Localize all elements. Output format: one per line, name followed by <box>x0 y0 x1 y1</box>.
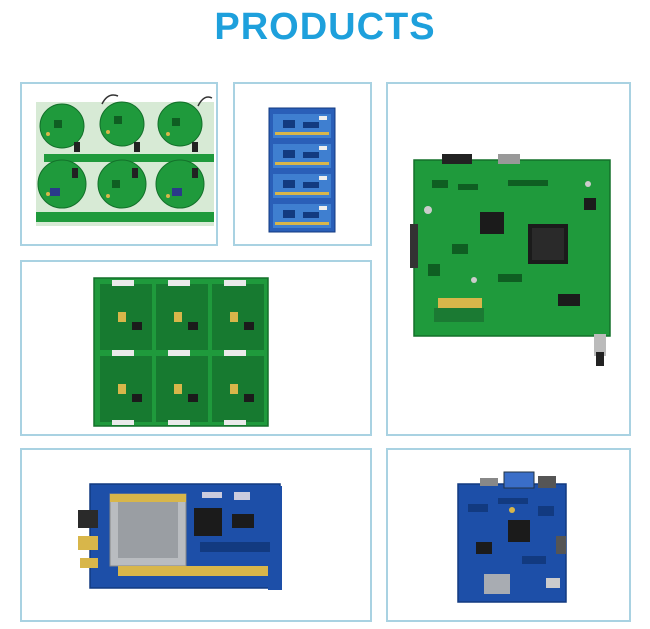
page-title: PRODUCTS <box>214 6 436 48</box>
product-card-1[interactable] <box>20 82 218 246</box>
green-mainboard-pcb-image <box>410 154 611 366</box>
product-card-5[interactable] <box>20 448 372 622</box>
green-round-pcb-panel-image <box>36 94 214 226</box>
blue-vga-mainboard-pcb-image <box>457 471 567 603</box>
product-card-6[interactable] <box>386 448 631 622</box>
product-card-3[interactable] <box>386 82 631 436</box>
blue-strip-pcb-panel-image <box>268 107 336 233</box>
blue-card-reader-pcb-image <box>78 483 282 590</box>
green-pcb-array-panel-image <box>93 277 269 427</box>
product-card-4[interactable] <box>20 260 372 436</box>
product-card-2[interactable] <box>233 82 372 246</box>
